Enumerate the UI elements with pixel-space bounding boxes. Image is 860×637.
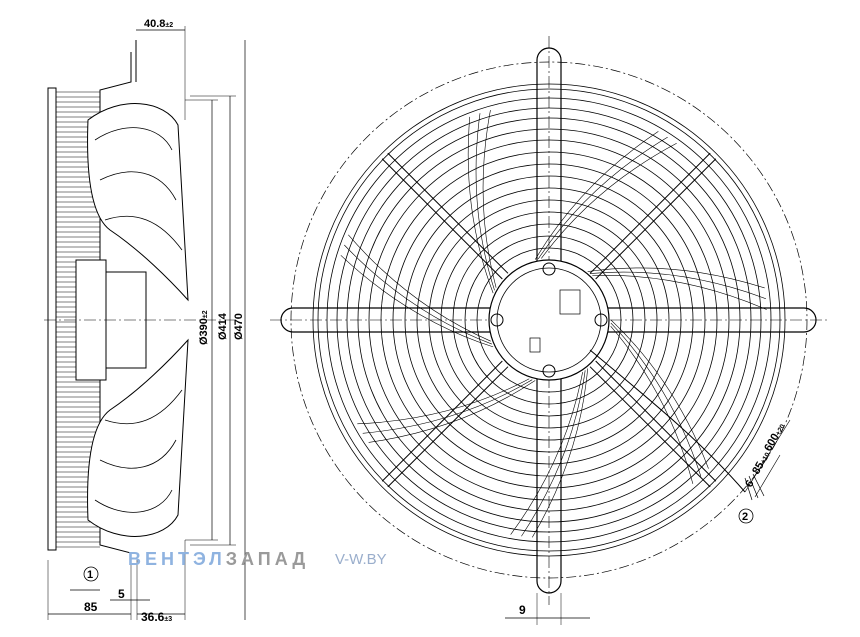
blade-curve — [368, 380, 536, 443]
spoke-line — [381, 158, 503, 280]
upper-blade-contours — [94, 127, 183, 251]
guard-back-plate — [47, 87, 57, 551]
blade-curve — [590, 271, 767, 300]
dia-390-label: Ø390±2 — [198, 310, 210, 345]
hub-bolt-bottom — [542, 364, 556, 378]
blade-curve — [510, 372, 583, 535]
blade-curve — [340, 255, 494, 348]
power-cable — [589, 349, 746, 493]
blade-curve — [362, 379, 533, 434]
blade-curve — [521, 370, 586, 537]
dim-9-label: 9 — [519, 603, 526, 617]
dim-85-label: 85 — [84, 600, 98, 614]
dim-5-label: 5 — [118, 587, 125, 601]
hub-bolt-left — [490, 313, 504, 327]
blade-curve — [467, 116, 494, 294]
dia-414-label: Ø414 — [217, 312, 229, 340]
cable-strip-label: 85+10 — [750, 450, 773, 477]
front-view — [270, 36, 828, 625]
callout-2-circle — [738, 508, 754, 524]
blade-curve — [357, 378, 530, 425]
spoke-line — [387, 152, 509, 274]
hub-bolt-right — [594, 313, 608, 327]
brand-url: V-W.BY — [335, 551, 387, 568]
blade-curve — [610, 319, 709, 469]
dia-470-label: Ø470 — [233, 313, 245, 340]
dim-36-label: 36.6±3 — [141, 610, 172, 624]
side-view-labels: 40.8±2 Ø390±2 Ø414 Ø470 85 5 36.6±3 1 — [84, 18, 245, 624]
fan-blades — [340, 109, 767, 538]
brand-part-2: ЗАПАД — [225, 549, 310, 569]
dim-top-label: 40.8±2 — [144, 18, 173, 30]
blade-curve — [348, 234, 491, 342]
blade-curve — [587, 267, 765, 289]
spoke-line — [381, 360, 503, 482]
blade-curve — [592, 275, 767, 310]
blade-curve — [610, 325, 694, 484]
spoke-line — [589, 366, 711, 488]
blade-curve — [475, 113, 495, 291]
brand-watermark: ВЕНТЭЛЗАПАД — [128, 549, 309, 570]
cable-length-label: 600+20 — [762, 421, 788, 453]
callout-1-circle — [83, 566, 99, 582]
motor-hub-outer — [488, 259, 610, 381]
blade-curve — [537, 136, 668, 260]
spoke-line — [595, 360, 717, 482]
hub-bolt-top — [542, 262, 556, 276]
guard-spokes — [381, 152, 717, 488]
callout-2-label: 2 — [742, 511, 748, 523]
lower-blade — [87, 338, 189, 537]
label-plate — [529, 337, 541, 353]
motor-hub-inner — [496, 267, 602, 373]
blade-curve — [610, 322, 702, 477]
upper-blade — [87, 103, 189, 302]
spoke-line — [589, 152, 711, 274]
spoke-line — [595, 158, 717, 280]
spoke-line — [387, 366, 509, 488]
callout-1-label: 1 — [87, 569, 93, 581]
side-view — [44, 26, 246, 620]
blade-curve — [534, 131, 659, 260]
blade-curve — [344, 244, 492, 345]
lower-blade-contours — [94, 389, 183, 513]
blade-curve — [541, 143, 677, 259]
mounting-flange — [99, 52, 132, 554]
brand-part-1: ВЕНТЭЛ — [128, 549, 226, 569]
blade-curve — [532, 368, 588, 538]
terminal-box — [559, 289, 581, 315]
cable-end-label: 6 — [743, 478, 756, 489]
